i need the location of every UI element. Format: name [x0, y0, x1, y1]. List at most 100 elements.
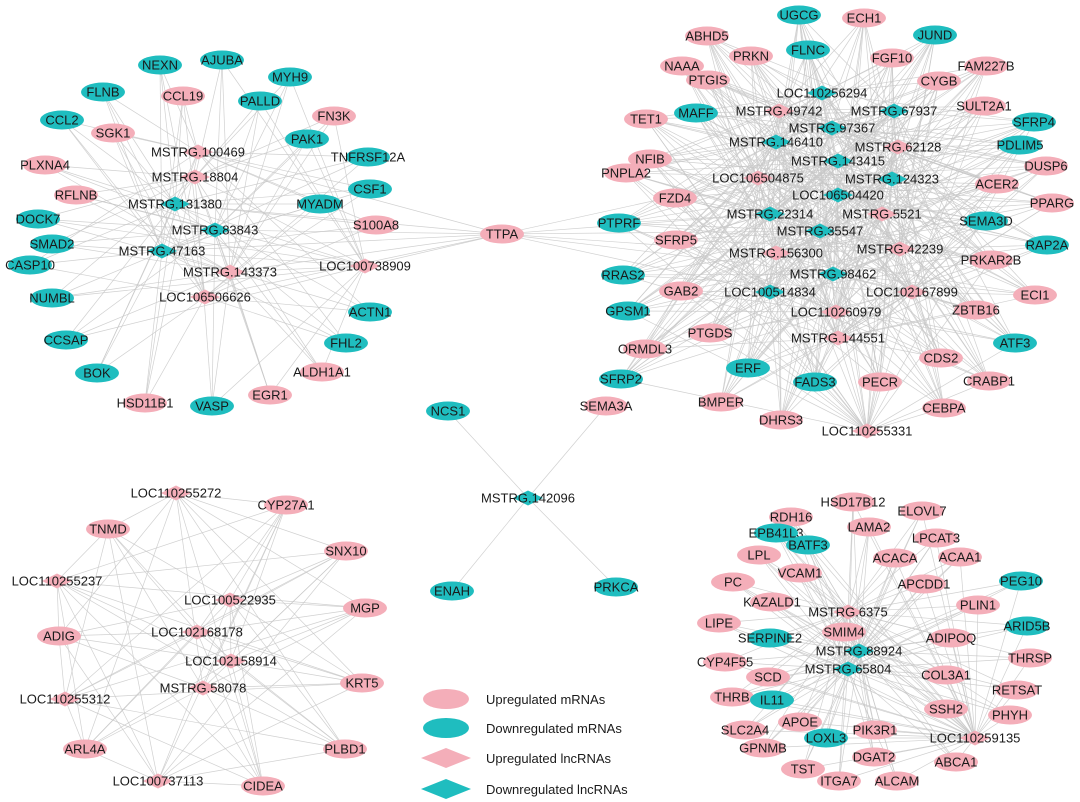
mrna-ellipse-marker	[875, 771, 919, 791]
edge	[107, 528, 231, 601]
edge	[202, 607, 366, 689]
mrna-ellipse-marker	[929, 628, 973, 648]
edge	[161, 95, 184, 252]
mrna-ellipse-marker	[268, 67, 312, 87]
edge	[527, 497, 617, 588]
edge	[680, 213, 771, 292]
node-lpl: LPL	[737, 545, 781, 565]
mrna-ellipse-marker	[956, 595, 1000, 615]
lncrna-diamond-marker	[885, 241, 915, 257]
node-label: ABCA1	[935, 755, 978, 770]
edge	[214, 138, 308, 231]
node-mstrg-131380: MSTRG.131380	[128, 196, 222, 212]
node-loc110259135: LOC110259135	[930, 730, 1020, 746]
node-casp10: CASP10	[5, 255, 55, 275]
mrna-ellipse-marker	[703, 652, 747, 672]
node-hsd17b12: HSD17B12	[820, 492, 886, 512]
edge	[757, 17, 865, 179]
edge	[259, 100, 366, 267]
lncrna-diamond-marker	[960, 730, 990, 746]
edge	[837, 294, 1036, 339]
edge	[825, 668, 849, 739]
node-label: GPNMB	[739, 741, 787, 756]
mrna-ellipse-marker	[853, 720, 897, 740]
edge	[649, 158, 771, 215]
node-label: FLNC	[791, 43, 825, 58]
edge	[161, 224, 377, 252]
lncrna-diamond-marker	[833, 661, 863, 677]
node-label: LPL	[747, 548, 770, 563]
node-mstrg-65804: MSTRG.65804	[805, 661, 891, 677]
edge	[858, 650, 957, 763]
edge	[674, 197, 837, 313]
mrna-ellipse-marker	[999, 571, 1043, 591]
edge	[61, 119, 176, 205]
edge	[858, 510, 923, 652]
node-rras2: RRAS2	[601, 265, 645, 285]
node-loc106504875: LOC106504875	[712, 170, 804, 186]
edge	[622, 194, 839, 276]
node-label: ELOVL7	[897, 504, 946, 519]
node-loc110255331: LOC110255331	[822, 423, 912, 439]
edge	[644, 194, 839, 350]
mrna-ellipse-marker	[954, 300, 998, 320]
node-label: CYGB	[921, 74, 958, 89]
mrna-ellipse-marker	[729, 46, 773, 66]
node-ajuba: AJUBA	[200, 50, 244, 70]
edge	[29, 250, 163, 266]
edge	[51, 243, 366, 267]
edge	[769, 80, 940, 293]
edge	[627, 213, 771, 312]
edge	[707, 79, 899, 148]
lncrna-diamond-marker	[200, 222, 230, 238]
node-label: LOC110255272	[131, 486, 222, 501]
node-abhd5: ABHD5	[685, 26, 729, 46]
node-aldh1a1: ALDH1A1	[293, 362, 351, 382]
edge	[112, 132, 163, 252]
node-epb41l3: EPB41L3	[749, 523, 803, 543]
edge	[680, 178, 893, 292]
node-cyp4f55: CYP4F55	[697, 652, 753, 672]
lncrna-diamond-marker	[764, 103, 794, 119]
node-label: MSTRG.143415	[791, 154, 885, 169]
edge	[819, 230, 881, 383]
mrna-ellipse-marker	[40, 110, 84, 130]
node-mstrg-97367: MSTRG.97367	[789, 120, 875, 136]
mrna-ellipse-marker	[778, 712, 822, 732]
node-mstrg-143415: MSTRG.143415	[791, 153, 885, 169]
edge	[750, 55, 899, 148]
node-label: CASP10	[5, 258, 55, 273]
node-label: FGF10	[872, 51, 912, 66]
edge	[44, 164, 216, 231]
node-label: RRAS2	[601, 268, 644, 283]
node-label: ENAH	[434, 584, 470, 599]
edge	[775, 57, 893, 143]
edge	[645, 118, 771, 215]
node-loc102158914: LOC102158914	[185, 653, 277, 669]
node-csf1: CSF1	[348, 179, 392, 199]
node-thrb: THRB	[710, 687, 754, 707]
edge	[744, 668, 849, 731]
edge	[625, 110, 895, 174]
node-nexn: NEXN	[138, 55, 182, 75]
lncrna-diamond-marker	[823, 330, 853, 346]
node-label: LOC106506626	[159, 290, 251, 305]
node-prkca: PRKCA	[594, 577, 639, 597]
node-label: PPARG	[1030, 196, 1075, 211]
node-label: NEXN	[142, 58, 178, 73]
edge	[51, 229, 216, 299]
mrna-ellipse-marker	[8, 255, 52, 275]
edge	[58, 599, 231, 637]
edge	[107, 528, 204, 689]
node-label: CCL2	[45, 113, 78, 128]
node-ncs1: NCS1	[426, 401, 470, 421]
lncrna-diamond-marker	[182, 624, 212, 640]
edge	[680, 290, 837, 313]
edge	[893, 34, 936, 112]
edge	[102, 91, 176, 205]
edge	[229, 271, 323, 373]
edge	[769, 14, 800, 293]
edge	[196, 550, 347, 633]
node-label: SFRP2	[600, 372, 642, 387]
node-label: LOC100514834	[724, 285, 816, 300]
